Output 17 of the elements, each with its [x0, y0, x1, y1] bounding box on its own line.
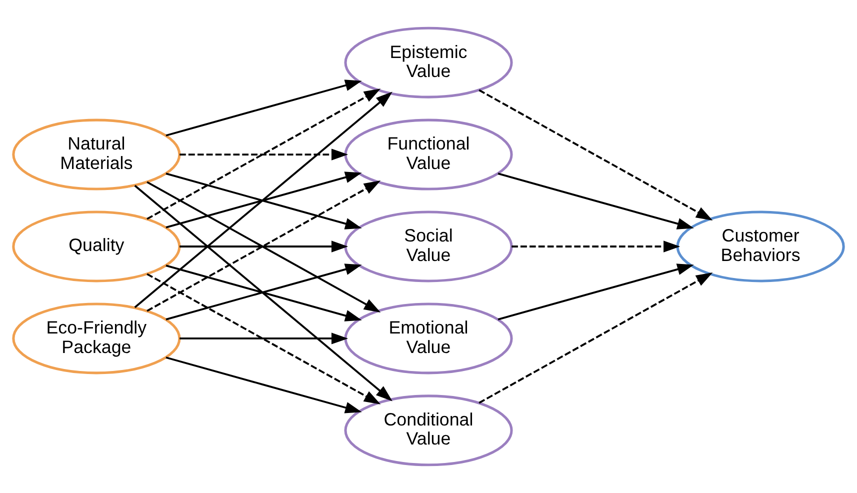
- arrow: [180, 332, 348, 344]
- arrow: [512, 240, 680, 252]
- arrow: [498, 172, 694, 230]
- arrow: [146, 273, 381, 404]
- arrow: [180, 240, 348, 252]
- node-ellipse: Quality: [12, 210, 181, 282]
- arrow: [498, 264, 694, 320]
- arrow: [478, 272, 713, 404]
- node-ellipse: Eco-Friendly Package: [12, 302, 181, 374]
- arrow: [166, 80, 362, 136]
- arrow: [134, 92, 392, 308]
- arrow: [180, 148, 348, 160]
- arrow: [478, 89, 713, 220]
- arrow: [134, 184, 392, 402]
- node-ellipse: Natural Materials: [12, 118, 181, 190]
- arrow: [166, 356, 362, 414]
- arrow: [146, 88, 381, 220]
